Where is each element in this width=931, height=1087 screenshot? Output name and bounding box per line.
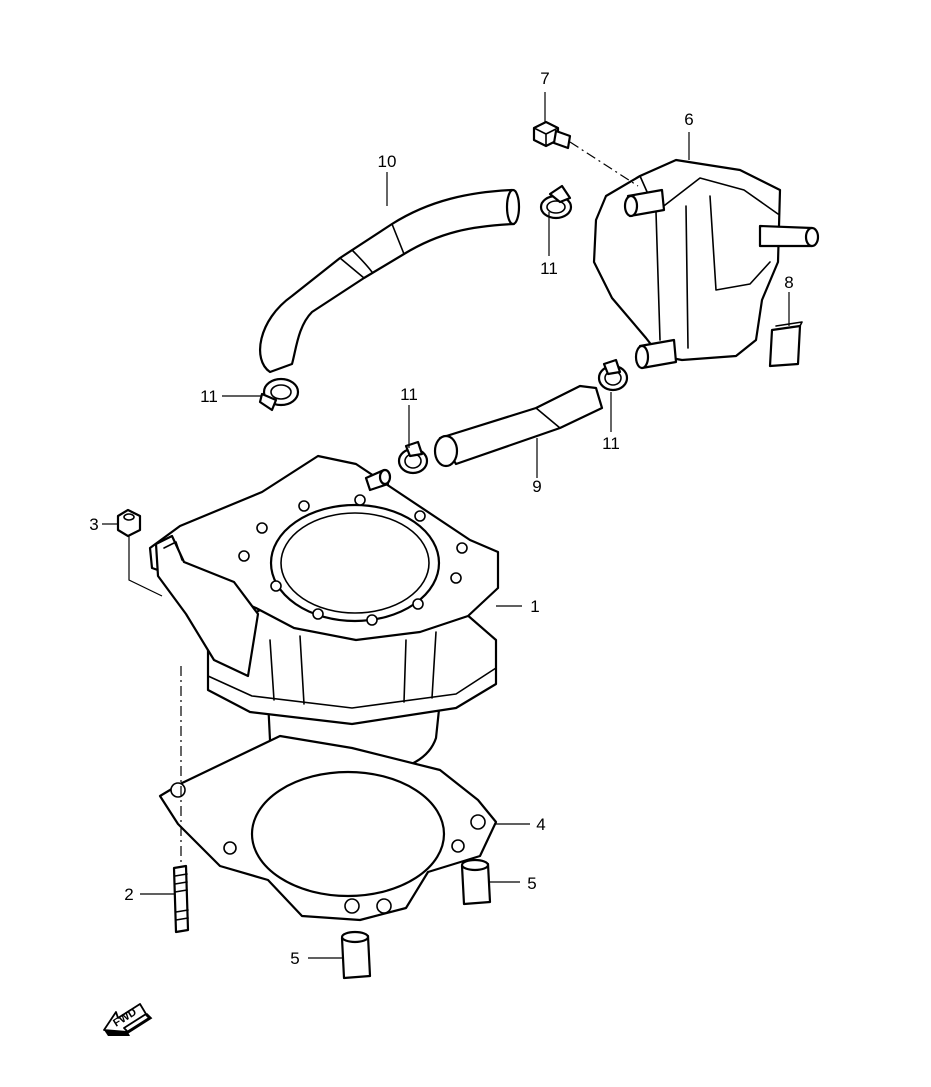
bolt-dash-line xyxy=(569,141,639,187)
dowel-pin-left[interactable] xyxy=(340,930,372,980)
callout-3: 3 xyxy=(89,515,98,534)
fwd-arrow-icon: FWD xyxy=(103,1003,153,1036)
callout-6: 6 xyxy=(684,110,693,129)
stud-bolt[interactable] xyxy=(172,864,190,934)
hose-clamp-left[interactable] xyxy=(258,377,300,412)
callout-2: 2 xyxy=(124,885,133,904)
callout-10: 10 xyxy=(378,152,397,171)
callout-11-right: 11 xyxy=(602,434,620,453)
callout-5-left: 5 xyxy=(290,949,299,968)
callout-1: 1 xyxy=(530,597,539,616)
dowel-pin-right[interactable] xyxy=(460,858,492,906)
callout-9: 9 xyxy=(532,477,541,496)
hose-clamp-right[interactable] xyxy=(597,358,629,392)
bolt[interactable] xyxy=(532,120,572,150)
hose-lower[interactable] xyxy=(433,384,604,468)
callout-8: 8 xyxy=(784,273,793,292)
base-gasket[interactable] xyxy=(158,734,498,922)
cylinder-block[interactable] xyxy=(148,454,500,774)
hose-upper[interactable] xyxy=(258,188,521,374)
hose-clamp-center[interactable] xyxy=(397,440,429,475)
callout-4: 4 xyxy=(536,815,545,834)
hose-clamp-upper-right[interactable] xyxy=(539,184,573,220)
callout-11-upper-right: 11 xyxy=(540,259,558,278)
callout-5-right: 5 xyxy=(527,874,536,893)
nut[interactable] xyxy=(116,508,142,538)
callout-11-left: 11 xyxy=(200,387,218,406)
callout-7: 7 xyxy=(540,69,549,88)
callout-11-center: 11 xyxy=(400,385,418,404)
leader-lines xyxy=(102,92,790,959)
separator-tank[interactable] xyxy=(592,158,820,370)
rubber-pad[interactable] xyxy=(768,321,803,368)
